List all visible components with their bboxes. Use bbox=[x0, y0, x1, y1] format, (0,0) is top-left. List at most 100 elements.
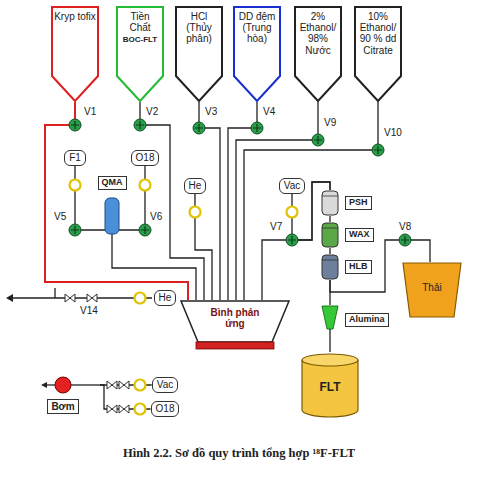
vial-text: Kryp tofix bbox=[54, 11, 96, 22]
vial-node: HCl (Thủy phân) bbox=[175, 6, 223, 102]
he-pipe bbox=[54, 288, 55, 298]
vial-node: 10% Ethanol/ 90 % dd Citrate bbox=[354, 6, 402, 102]
bowtie-valve bbox=[65, 294, 75, 302]
cartridge bbox=[319, 254, 341, 280]
product-label: FLT bbox=[300, 380, 360, 394]
pipe-line bbox=[75, 166, 95, 230]
pipe-line bbox=[329, 335, 330, 352]
sensor-ring bbox=[135, 404, 146, 415]
product-vial-top bbox=[302, 354, 358, 366]
sensor-ring bbox=[190, 207, 201, 218]
cone-node: Alumina bbox=[319, 305, 391, 335]
sensor-ring bbox=[140, 180, 151, 191]
pipe-line bbox=[262, 182, 330, 300]
gas-label: He bbox=[189, 180, 202, 191]
reagent-vial bbox=[117, 7, 163, 101]
gas-label: O18 bbox=[136, 152, 155, 163]
label-tag: He bbox=[184, 178, 207, 194]
alumina-cartridge bbox=[319, 305, 341, 335]
gas-label: O18 bbox=[156, 403, 175, 414]
cartridge-label: WAX bbox=[345, 228, 374, 242]
valve-label: V3 bbox=[205, 107, 217, 117]
reagent-name: 10% Ethanol/ 90 % dd Citrate bbox=[357, 11, 399, 56]
flt-node: FLT bbox=[300, 352, 360, 418]
valve-label: V5 bbox=[54, 212, 66, 222]
label-tag: O18 bbox=[151, 401, 180, 417]
valve-label: V8 bbox=[399, 222, 411, 232]
pump-symbol bbox=[55, 377, 71, 393]
waste-bucket bbox=[403, 263, 461, 317]
reagent-name: 2% Ethanol/ 98% Nước bbox=[297, 11, 339, 56]
cartridge-label: QMA bbox=[98, 176, 127, 190]
he-pipe bbox=[10, 288, 152, 298]
reagent-name: Tiền Chất bbox=[119, 11, 161, 33]
vessel-label: Bình phản ứng bbox=[202, 307, 268, 329]
valve-label: V9 bbox=[324, 118, 336, 128]
vial-node: DD đệm (Trung hòa) bbox=[233, 6, 281, 102]
cartridge bbox=[319, 190, 341, 216]
label-tag: O18 bbox=[131, 150, 160, 166]
bucket-node: Thải bbox=[402, 262, 462, 318]
bowtie-valve bbox=[107, 381, 117, 389]
pipe-arrow bbox=[6, 294, 13, 302]
pump-node: Bơm bbox=[40, 375, 100, 420]
reagent-name: DD đệm (Trung hòa) bbox=[236, 11, 278, 45]
figure-caption: Hình 2.2. Sơ đồ quy trình tổng hợp ¹⁸F-F… bbox=[0, 447, 478, 460]
reagent-vial bbox=[355, 7, 401, 101]
gas-label: Vac bbox=[157, 379, 174, 390]
reaction-vessel bbox=[181, 301, 289, 342]
cart-node: HLB bbox=[319, 254, 374, 280]
cart-node: PSH bbox=[319, 190, 374, 216]
pipe-line bbox=[329, 216, 330, 222]
vial-text: 2% Ethanol/ 98% Nước bbox=[297, 11, 339, 56]
cartridge-cap bbox=[322, 196, 338, 197]
valve-label: V6 bbox=[150, 212, 162, 222]
vial-text: DD đệm (Trung hòa) bbox=[236, 11, 278, 45]
cartridge-cap bbox=[322, 260, 338, 261]
gas-label: Vac bbox=[284, 180, 301, 191]
valve-cross bbox=[71, 121, 409, 244]
cartridge bbox=[322, 191, 338, 215]
valve-label: V14 bbox=[80, 306, 98, 316]
sensor-ring bbox=[70, 180, 298, 415]
label-tag: Vac bbox=[152, 377, 179, 393]
reagent-vial bbox=[52, 7, 98, 101]
pipe-stub bbox=[329, 329, 330, 335]
qma-cartridge bbox=[105, 198, 119, 234]
label-tag: He bbox=[154, 290, 177, 306]
cartridge-label: HLB bbox=[345, 260, 372, 274]
label-tag: Vac bbox=[279, 178, 306, 194]
reagent-name: Kryp tofix bbox=[54, 11, 96, 22]
sensor-ring bbox=[287, 207, 298, 218]
pipe-line bbox=[329, 248, 330, 254]
sensor-ring bbox=[70, 180, 81, 191]
valve-label: V2 bbox=[146, 107, 158, 117]
pipe-line bbox=[236, 102, 318, 300]
qma-node: QMA bbox=[95, 176, 129, 248]
reagent-vial bbox=[176, 7, 222, 101]
cart-node: WAX bbox=[319, 222, 376, 248]
pipe-line bbox=[45, 102, 188, 300]
bowtie-valve bbox=[119, 405, 129, 413]
cartridge-label: Alumina bbox=[345, 313, 389, 327]
green-valve bbox=[69, 119, 411, 246]
valve-label: V7 bbox=[270, 222, 282, 232]
pipe-stub bbox=[71, 384, 100, 385]
reagent-vial bbox=[234, 7, 280, 101]
vial-node: Kryp tofix bbox=[51, 6, 99, 102]
bowtie-valve bbox=[107, 405, 117, 413]
reagent-name: HCl (Thủy phân) bbox=[178, 11, 220, 45]
vial-node: 2% Ethanol/ 98% Nước bbox=[294, 6, 342, 102]
valve-label: V4 bbox=[263, 107, 275, 117]
pipe-line bbox=[329, 280, 330, 305]
he-pipe bbox=[10, 297, 152, 298]
bowtie-valve bbox=[87, 294, 97, 302]
valve-label: V10 bbox=[384, 128, 402, 138]
sensor-ring bbox=[135, 293, 146, 304]
vial-text: 10% Ethanol/ 90 % dd Citrate bbox=[357, 11, 399, 56]
vial-text: HCl (Thủy phân) bbox=[178, 11, 220, 45]
cartridge bbox=[319, 222, 341, 248]
pipe-line bbox=[129, 166, 145, 230]
cartridge bbox=[322, 223, 338, 247]
valve-label: V1 bbox=[84, 107, 96, 117]
